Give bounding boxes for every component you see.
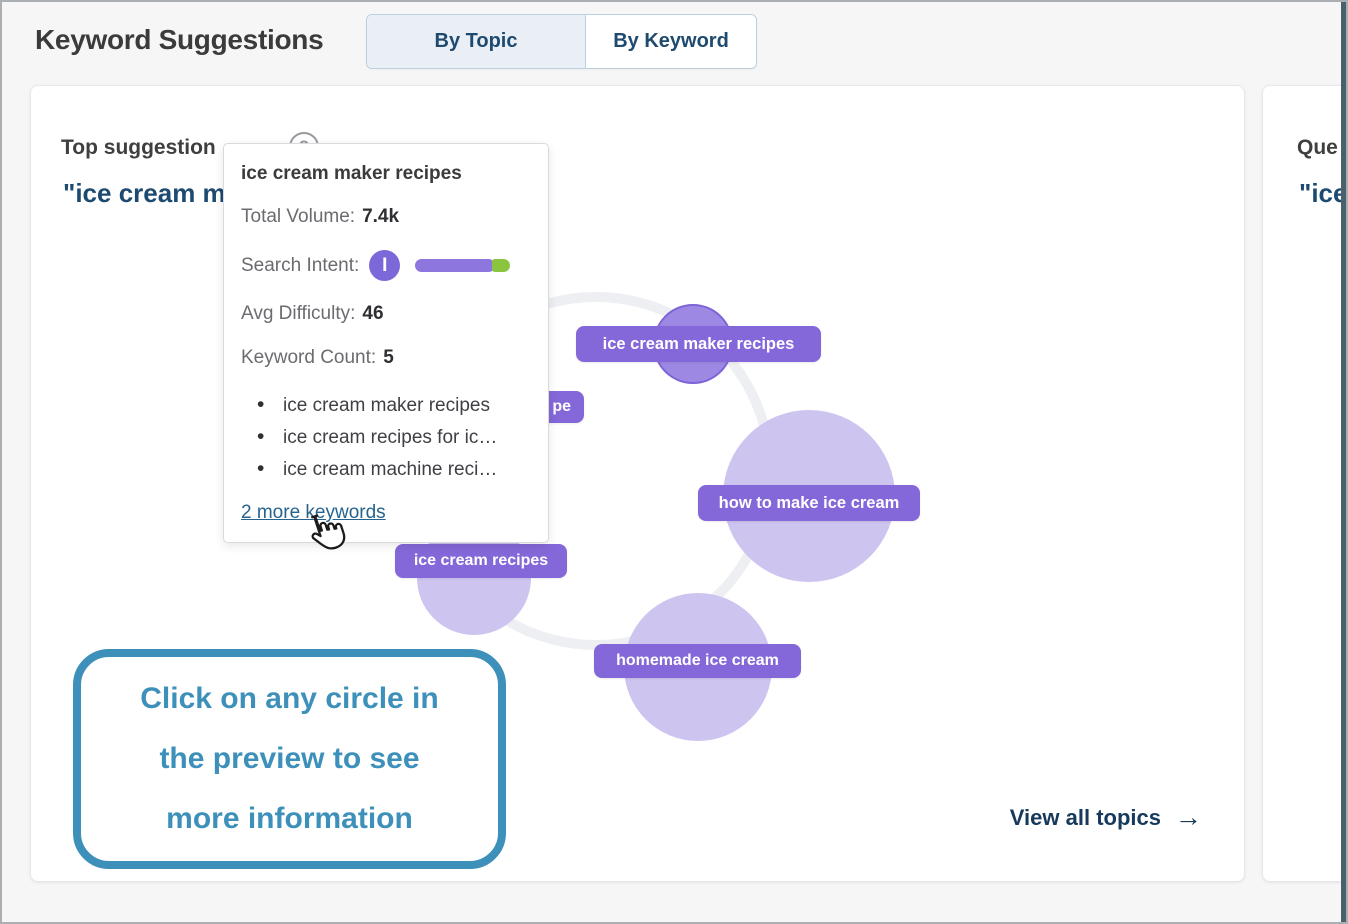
tab-by-topic[interactable]: By Topic xyxy=(367,15,586,68)
search-intent-row: Search Intent: I xyxy=(241,250,531,281)
keyword-count-value: 5 xyxy=(383,347,394,368)
right-card-topic-quote: "ice xyxy=(1299,178,1348,208)
card-heading: Top suggestion xyxy=(61,136,216,159)
avg-difficulty-value: 46 xyxy=(362,303,384,324)
instruction-callout: Click on any circle in the preview to se… xyxy=(73,649,506,869)
arrow-right-icon: → xyxy=(1175,802,1202,832)
view-all-topics-link[interactable]: View all topics → xyxy=(1010,804,1202,831)
tooltip-title: ice cream maker recipes xyxy=(241,163,462,184)
keyword-count-label: Keyword Count: xyxy=(241,347,377,368)
total-volume-value: 7.4k xyxy=(362,206,400,227)
topic-suggestion-card: Top suggestion ? "ice cream maker recipe… xyxy=(30,85,1245,882)
view-mode-tabs: By Topic By Keyword xyxy=(366,14,757,69)
callout-line: more information xyxy=(166,802,413,835)
keyword-list-item: ice cream maker recipes xyxy=(249,393,531,417)
intent-bar-purple-segment xyxy=(415,259,496,272)
question-suggestion-card: Que "ice xyxy=(1262,85,1348,882)
keyword-count-row: Keyword Count: 5 xyxy=(241,347,531,369)
pill-homemade-ice-cream[interactable]: homemade ice cream xyxy=(594,644,801,678)
callout-line: the preview to see xyxy=(159,742,420,775)
keyword-list-item: ice cream recipes for ic… xyxy=(249,425,531,449)
intent-bar-green-segment xyxy=(492,259,511,272)
avg-difficulty-label: Avg Difficulty: xyxy=(241,303,356,324)
callout-line: Click on any circle in xyxy=(140,682,439,715)
pill-ice-cream-maker-recipes[interactable]: ice cream maker recipes xyxy=(576,326,821,362)
hand-cursor-icon xyxy=(311,514,346,550)
pill-how-to-make-ice-cream[interactable]: how to make ice cream xyxy=(698,485,920,521)
keyword-list-item: ice cream machine reci… xyxy=(249,457,531,481)
search-intent-label: Search Intent: xyxy=(241,254,360,276)
topic-details-tooltip: ice cream maker recipes Total Volume: 7.… xyxy=(223,143,549,543)
total-volume-row: Total Volume: 7.4k xyxy=(241,206,531,228)
pill-ice-cream-recipes[interactable]: ice cream recipes xyxy=(395,544,567,578)
more-keywords-link[interactable]: 2 more keywords xyxy=(241,502,386,523)
avg-difficulty-row: Avg Difficulty: 46 xyxy=(241,303,531,325)
right-edge-bar xyxy=(1341,2,1346,922)
right-card-heading: Que xyxy=(1297,136,1338,159)
total-volume-label: Total Volume: xyxy=(241,206,356,227)
page-title: Keyword Suggestions xyxy=(35,24,324,55)
informational-intent-icon: I xyxy=(369,250,401,281)
view-all-label: View all topics xyxy=(1009,804,1161,830)
tab-by-keyword[interactable]: By Keyword xyxy=(586,15,756,68)
intent-distribution-bar xyxy=(415,259,511,272)
keyword-list: ice cream maker recipes ice cream recipe… xyxy=(249,393,531,481)
